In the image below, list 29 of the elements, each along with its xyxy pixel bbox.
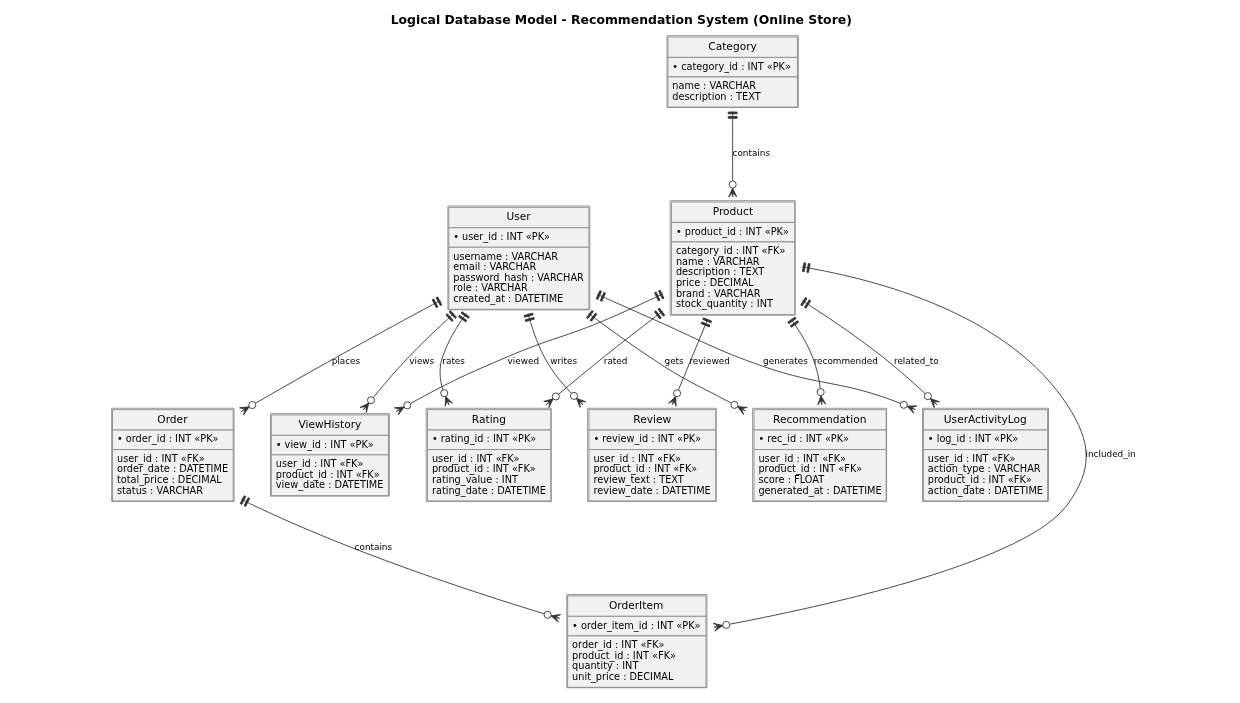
edge-label: places bbox=[331, 355, 361, 366]
connector bbox=[394, 289, 665, 416]
connector bbox=[543, 307, 666, 408]
connector bbox=[712, 262, 1087, 632]
edge-label: included_in bbox=[1085, 449, 1136, 460]
connector bbox=[595, 290, 918, 414]
connector bbox=[668, 317, 713, 407]
edge-label: viewed bbox=[507, 355, 540, 366]
edge-label: contains bbox=[354, 542, 393, 553]
edge-label: contains bbox=[732, 148, 771, 159]
edge-label: recommended bbox=[813, 355, 878, 366]
edge-label: rates bbox=[442, 355, 465, 366]
connector bbox=[787, 316, 827, 406]
connector bbox=[586, 309, 748, 415]
connector bbox=[239, 296, 443, 416]
connector bbox=[239, 495, 562, 623]
connector bbox=[523, 312, 587, 408]
edge-label: views bbox=[409, 355, 435, 366]
edge-label: writes bbox=[550, 355, 578, 366]
edge-label: related_to bbox=[893, 355, 939, 366]
edge-label: gets bbox=[664, 355, 684, 366]
connector bbox=[727, 110, 738, 198]
edge-label: generates bbox=[763, 355, 808, 366]
diagram-title: Logical Database Model - Recommendation System (Online Store) bbox=[390, 12, 852, 28]
connector bbox=[439, 311, 470, 407]
edge-label: reviewed bbox=[689, 355, 730, 366]
edge-label: rated bbox=[603, 355, 628, 366]
connector bbox=[800, 297, 941, 409]
connector bbox=[359, 310, 457, 413]
